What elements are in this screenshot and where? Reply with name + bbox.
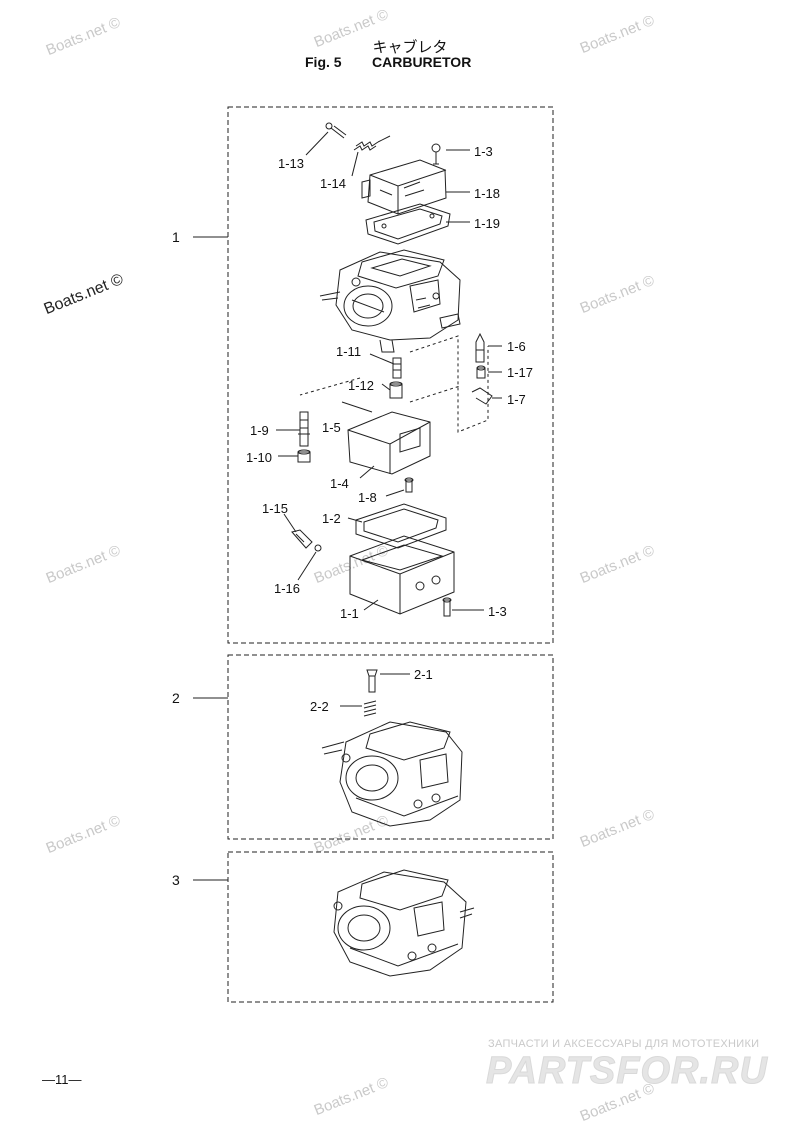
part-label-1-4: 1-4 — [330, 476, 349, 491]
part-label-1-11: 1-11 — [336, 344, 362, 359]
oring-1-16 — [314, 544, 322, 552]
group-label-2: 2 — [172, 690, 180, 706]
part-label-1-6: 1-6 — [507, 339, 526, 354]
cap-1-10 — [297, 449, 311, 463]
needle-1-6 — [475, 332, 485, 363]
jet-1-11 — [392, 357, 402, 379]
part-label-1-5: 1-5 — [322, 420, 341, 435]
part-label-2-2: 2-2 — [310, 699, 329, 714]
part-label-1-15: 1-15 — [262, 501, 289, 516]
rod-1-5 — [341, 401, 373, 413]
gasket-1-2 — [355, 503, 447, 549]
page-title: CARBURETOR — [372, 54, 472, 70]
pilot-jet-1-9 — [298, 411, 310, 447]
part-label-1-3: 1-3 — [474, 144, 493, 159]
part-label-1-10: 1-10 — [246, 450, 273, 465]
float-1-4 — [347, 411, 431, 475]
carburetor-body-1 — [319, 249, 461, 353]
nozzle-1-12 — [389, 381, 403, 399]
part-label-1-3-bottom: 1-3 — [488, 604, 507, 619]
part-label-1-19: 1-19 — [474, 216, 501, 231]
part-label-1-12: 1-12 — [348, 378, 375, 393]
japanese-title: キャブレタ — [372, 39, 448, 56]
clip-1-17 — [476, 365, 486, 379]
part-label-1-1: 1-1 — [340, 606, 359, 621]
screw-1-15 — [291, 529, 313, 549]
float-chamber-1-1 — [349, 535, 455, 615]
part-label-1-8: 1-8 — [358, 490, 377, 505]
pin-1-7 — [471, 387, 493, 405]
part-label-1-16: 1-16 — [274, 581, 301, 596]
gasket-1-19 — [365, 203, 451, 245]
screw-1-3-top — [431, 143, 441, 165]
screw-1-13 — [325, 122, 347, 139]
group-1-frame — [227, 106, 554, 644]
part-label-1-13: 1-13 — [278, 156, 305, 171]
group-3-frame — [227, 851, 554, 1003]
part-label-1-9: 1-9 — [250, 423, 269, 438]
page-number: —11— — [42, 1072, 82, 1087]
group-label-3: 3 — [172, 872, 180, 888]
spring-1-14 — [353, 135, 391, 151]
carburetor-body-2 — [321, 721, 463, 827]
part-label-1-17: 1-17 — [507, 365, 534, 380]
screw-1-8 — [404, 477, 414, 493]
part-label-1-18: 1-18 — [474, 186, 501, 201]
carburetor-body-3 — [333, 869, 475, 977]
brand-logo: PARTSFOR.RU — [486, 1050, 768, 1093]
screw-2-1 — [366, 669, 410, 693]
part-label-2-1: 2-1 — [414, 667, 433, 682]
part-label-1-7: 1-7 — [507, 392, 526, 407]
fig-label: Fig. 5 — [305, 54, 342, 70]
screw-1-3-bottom — [442, 597, 452, 617]
part-label-1-2: 1-2 — [322, 511, 341, 526]
cover-1-18 — [361, 159, 447, 215]
group-label-1: 1 — [172, 229, 180, 245]
spring-2-2 — [340, 700, 377, 717]
brand-tagline: ЗАПЧАСТИ И АКСЕССУАРЫ ДЛЯ МОТОТЕХНИКИ — [488, 1038, 760, 1050]
group-2-frame — [227, 654, 554, 840]
part-label-1-14: 1-14 — [320, 176, 347, 191]
